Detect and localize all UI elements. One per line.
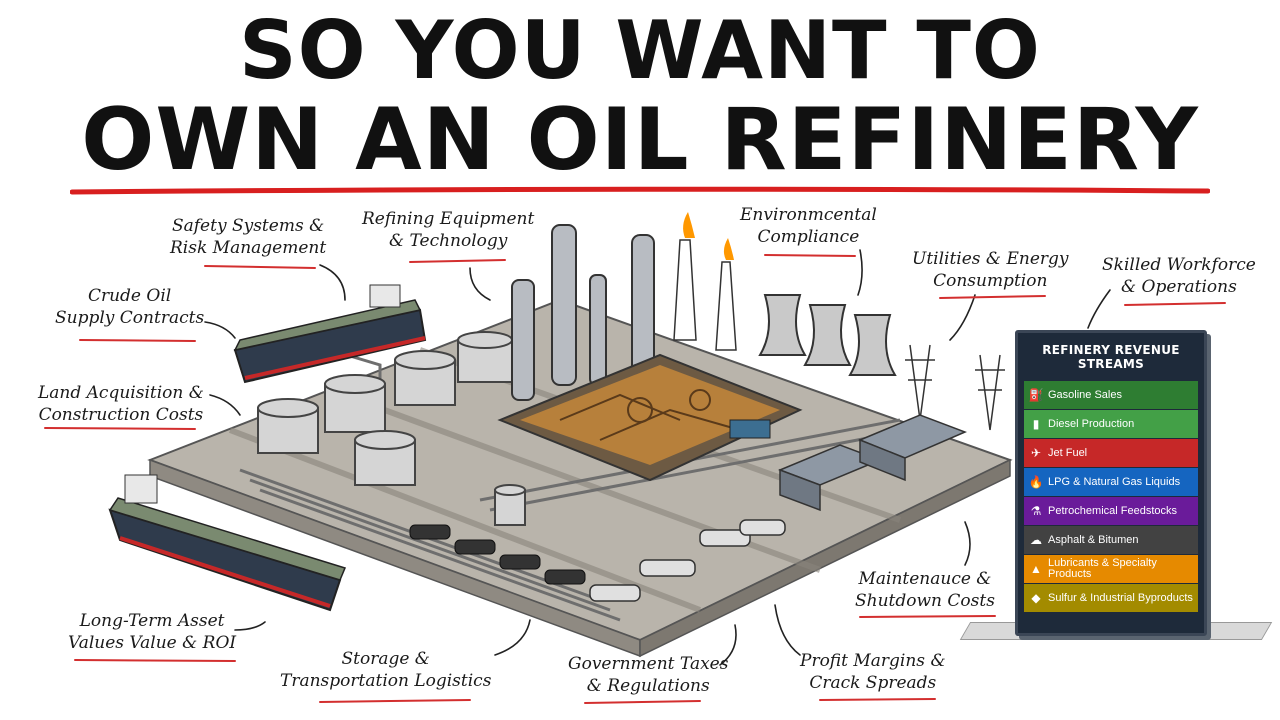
oil-bottle-icon: ▲ [1030, 561, 1042, 576]
revenue-item-label: Sulfur & Industrial Byproducts [1048, 591, 1193, 604]
label-arrows [204, 249, 1111, 666]
title-line-1: SO YOU WANT TO [239, 4, 1041, 97]
label-land-acquisition: Land Acquisition &Construction Costs [38, 383, 204, 425]
revenue-item-label: Lubricants & Specialty Products [1048, 557, 1157, 580]
distillation-columns [511, 224, 655, 401]
power-pylons [905, 344, 1005, 431]
revenue-item-label: Asphalt & Bitumen [1048, 533, 1139, 546]
flare-flames-icon [683, 212, 734, 260]
revenue-item-label: LPG & Natural Gas Liquids [1048, 475, 1181, 488]
revenue-item: ⚗ Petrochemical Feedstocks [1024, 497, 1198, 525]
label-safety-systems: Safety Systems &Risk Management [170, 216, 327, 258]
revenue-item-label: Gasoline Sales [1048, 388, 1122, 401]
airplane-icon: ✈ [1030, 445, 1042, 460]
storage-tanks [257, 331, 526, 526]
title-line-2: OWN AN OIL REFINERY [81, 90, 1199, 190]
processing-unit-cutaway [497, 353, 803, 482]
revenue-item-label: Petrochemical Feedstocks [1048, 504, 1177, 517]
revenue-streams-board: REFINERY REVENUE STREAMS ⛽ Gasoline Sales… [1015, 330, 1207, 636]
label-skilled-workforce: Skilled Workforce& Operations [1102, 255, 1256, 297]
tanker-ship-bottom [108, 474, 347, 612]
sulfur-icon: ◆ [1031, 590, 1041, 605]
label-refining-equipment: Refining Equipment& Technology [362, 209, 535, 251]
cooling-towers [758, 294, 897, 376]
revenue-item: ◆ Sulfur & Industrial Byproducts [1024, 584, 1198, 612]
flask-icon: ⚗ [1030, 503, 1042, 518]
revenue-board-title: REFINERY REVENUE STREAMS [1042, 343, 1180, 371]
rail-cars [409, 524, 586, 585]
revenue-item: 🔥 LPG & Natural Gas Liquids [1024, 468, 1198, 496]
tanker-trucks [589, 519, 786, 602]
fuel-can-icon: ▮ [1032, 416, 1040, 431]
buildings [777, 414, 967, 512]
asphalt-icon: ☁ [1030, 532, 1042, 547]
revenue-item: ▲ Lubricants & Specialty Products [1024, 555, 1198, 583]
revenue-item-label: Jet Fuel [1048, 446, 1088, 459]
label-profit-margins: Profit Margins &Crack Spreads [800, 651, 946, 693]
revenue-item: ✈ Jet Fuel [1024, 439, 1198, 467]
flame-icon: 🔥 [1028, 474, 1044, 489]
label-storage-transportation: Storage &Transportation Logistics [280, 649, 492, 691]
title-underline [70, 186, 1210, 195]
refinery-illustration [44, 212, 1226, 704]
revenue-item-label: Diesel Production [1048, 417, 1135, 430]
label-maintenance-shutdown: Maintenauce &Shutdown Costs [855, 569, 995, 611]
label-government-taxes: Government Taxes& Regulations [568, 654, 729, 696]
fuel-pump-icon: ⛽ [1028, 387, 1044, 402]
revenue-item: ☁ Asphalt & Bitumen [1024, 526, 1198, 554]
tanker-ship-top [233, 284, 427, 384]
label-underlines [44, 254, 1226, 704]
revenue-item: ▮ Diesel Production [1024, 410, 1198, 438]
revenue-item: ⛽ Gasoline Sales [1024, 381, 1198, 409]
flare-stacks [673, 239, 737, 351]
